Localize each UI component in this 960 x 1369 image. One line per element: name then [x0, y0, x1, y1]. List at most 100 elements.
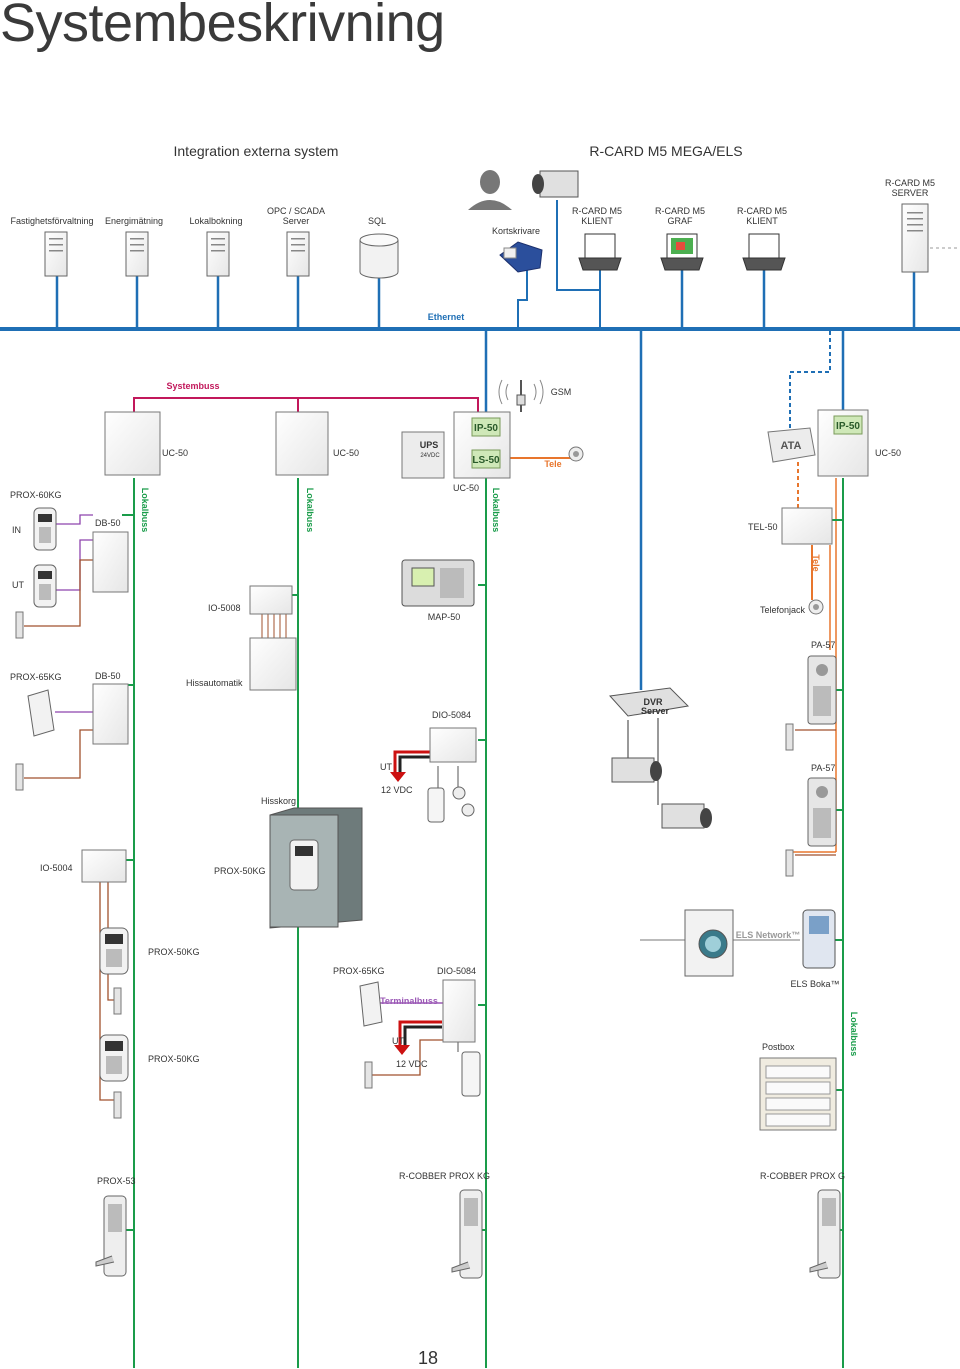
ethernet-label: Ethernet [428, 312, 465, 322]
rcobber-kg-label: R-COBBER PROX KG [399, 1171, 490, 1181]
vdc-label-1: 12 VDC [381, 785, 413, 795]
map50-label: MAP-50 [428, 612, 461, 622]
klient2-label-1: R-CARD M5 [737, 206, 787, 216]
uc50-label-1: UC-50 [162, 448, 188, 458]
gsm-label: GSM [551, 387, 572, 397]
lokalbokning-label: Lokalbokning [189, 216, 242, 226]
card-reader-icon [33, 564, 57, 608]
server-label-2: SERVER [892, 188, 929, 198]
motion-sensor-icon [427, 786, 475, 823]
washing-machine-icon [684, 909, 734, 977]
door-handle-icon [809, 1189, 841, 1279]
db50-box [92, 683, 129, 745]
rcard-systems: Kortskrivare R-CARD M5 KLIENT R-CARD M5 … [468, 170, 935, 273]
els-boka-label: ELS Boka™ [790, 979, 839, 989]
uc50-label-4: UC-50 [875, 448, 901, 458]
graf-label-2: GRAF [667, 216, 693, 226]
door-lock-icon [15, 611, 24, 639]
laptop-graf-icon [660, 233, 704, 271]
db50-label-2: DB-50 [95, 671, 121, 681]
laptop-icon [578, 233, 622, 271]
intercom-panel [807, 655, 837, 725]
ups-unit [401, 431, 445, 479]
integration-header: Integration externa system [174, 143, 339, 159]
lokalbuss-label-2: Lokalbuss [305, 488, 315, 533]
phone-jack-icon [808, 599, 824, 615]
phone-jack-icon [568, 446, 584, 462]
door-lock-icon [113, 1091, 122, 1119]
door-lock-icon [113, 987, 122, 1015]
postbox-unit [759, 1057, 837, 1131]
ut-label-1: UT [12, 580, 24, 590]
database-icon [359, 233, 399, 279]
middle-column: IO-5008 Hissautomatik Hisskorg PROX-50KG… [186, 559, 490, 1279]
klient2-label-2: KLIENT [746, 216, 778, 226]
gsm-antenna [498, 379, 544, 412]
right-column: TEL-50 Telefonjack PA-57 DVR Server [608, 507, 845, 1279]
systembuss-label: Systembuss [166, 381, 219, 391]
sql-label: SQL [368, 216, 386, 226]
telefonjack-label: Telefonjack [760, 605, 806, 615]
card-reader-icon [27, 689, 55, 737]
ups-label: UPS [420, 440, 439, 450]
external-systems: Fastighetsförvaltning Energimätning Loka… [10, 206, 399, 279]
io5004-label: IO-5004 [40, 863, 73, 873]
ut-label-2: UT [380, 762, 392, 772]
hissautomatik-label: Hissautomatik [186, 678, 243, 688]
ata-label: ATA [781, 440, 802, 452]
server-tower-icon [125, 231, 149, 277]
prox50kg-label-2: PROX-50KG [148, 1054, 200, 1064]
vdc-label-2: 12 VDC [396, 1059, 428, 1069]
server-tower-icon [901, 203, 929, 273]
motion-sensor-icon [461, 1051, 481, 1097]
card-reader-icon [99, 927, 129, 975]
dio5084-box [442, 979, 476, 1043]
els-booking-terminal [802, 909, 836, 969]
page-title: Systembeskrivning [0, 0, 445, 53]
dvr-label-2: Server [641, 706, 670, 716]
dvr-server [608, 687, 690, 717]
db50-box [92, 531, 129, 593]
hissautomatik-box [249, 637, 297, 691]
opc-label-2: Server [283, 216, 310, 226]
server-label-1: R-CARD M5 [885, 178, 935, 188]
intercom-panel [807, 777, 837, 847]
prox65kg-label-1: PROX-65KG [10, 672, 62, 682]
opc-label-1: OPC / SCADA [267, 206, 325, 216]
lokalbuss-label-4: Lokalbuss [849, 1012, 859, 1057]
kortskrivare-label: Kortskrivare [492, 226, 540, 236]
tel50-label: TEL-50 [748, 522, 778, 532]
graf-label-1: R-CARD M5 [655, 206, 705, 216]
prox60kg-label: PROX-60KG [10, 490, 62, 500]
uc50-controller-3 [453, 411, 511, 479]
uc50-controller-2 [275, 411, 329, 476]
klient1-label-2: KLIENT [581, 216, 613, 226]
camera-icon [532, 170, 579, 198]
door-handle-icon [451, 1189, 483, 1279]
door-lock-icon [785, 849, 794, 877]
dio5084-label-1: DIO-5084 [432, 710, 471, 720]
lokalbuss-label-1: Lokalbuss [140, 488, 150, 533]
server-tower-icon [286, 231, 310, 277]
tele-label-1: Tele [544, 459, 561, 469]
ip50-label-2: IP-50 [836, 421, 860, 432]
door-lock-icon [785, 723, 794, 751]
dio5084-label-2: DIO-5084 [437, 966, 476, 976]
dio5084-box [429, 727, 477, 763]
door-handle-icon [95, 1195, 127, 1277]
pa57-label-1: PA-57 [811, 640, 835, 650]
uc50-controller-1 [104, 411, 161, 476]
els-network-label: ELS Network™ [736, 930, 801, 940]
db50-label-1: DB-50 [95, 518, 121, 528]
dvr-label-1: DVR [643, 697, 663, 707]
postbox-label: Postbox [762, 1042, 795, 1052]
rcard-header: R-CARD M5 MEGA/ELS [589, 143, 742, 159]
camera-icon [611, 757, 662, 783]
io5008-box [249, 585, 293, 615]
uc50-label-2: UC-50 [333, 448, 359, 458]
prox50kg-label-3: PROX-50KG [214, 866, 266, 876]
controller-row: UC-50 UC-50 UPS 24VDC IP-50 LS-50 UC-50 … [104, 379, 901, 493]
card-reader-icon [359, 981, 383, 1027]
prox53-label: PROX-53 [97, 1176, 136, 1186]
